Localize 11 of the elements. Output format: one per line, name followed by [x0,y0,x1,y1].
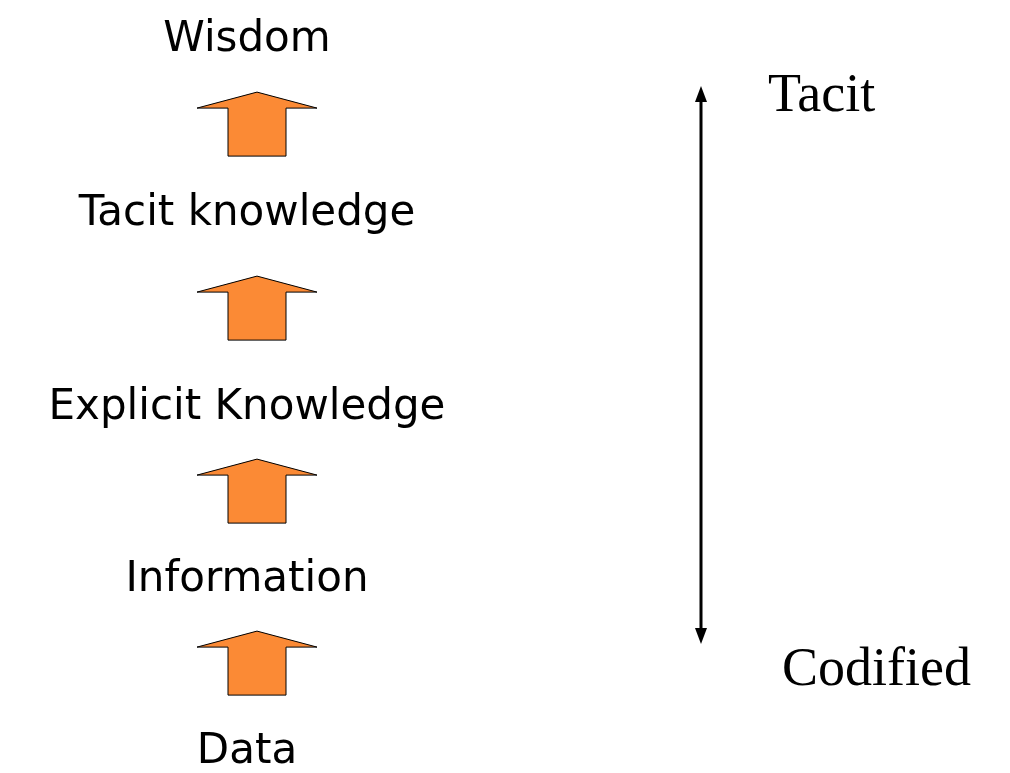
text-label: Wisdom [163,6,331,69]
scale-label: Tacit [768,66,876,120]
block-arrow [196,275,318,341]
text-label: Explicit Knowledge [48,374,446,437]
text-label: Data [196,718,298,773]
text-label: Information [125,546,369,609]
block-arrow [196,458,318,524]
text-label: Tacit knowledge [78,180,416,243]
block-arrow [196,630,318,696]
block-arrow [196,91,318,157]
scale-label: Codified [782,640,971,694]
